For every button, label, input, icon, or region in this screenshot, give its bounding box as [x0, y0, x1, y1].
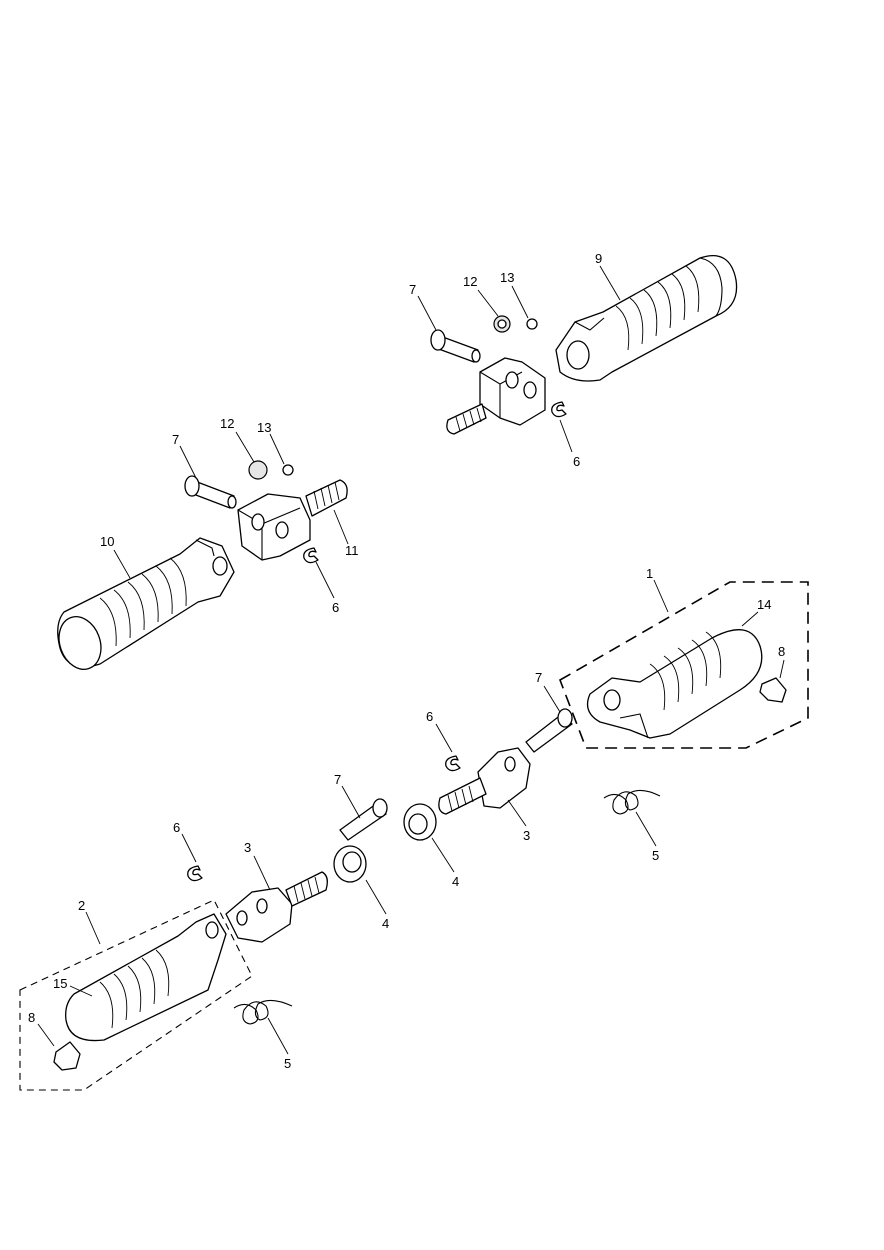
footrest-hanger-3-left [225, 871, 328, 943]
clip-6-lower [187, 865, 203, 882]
spring-5-left [233, 999, 293, 1025]
clevis-pin-7-mid [339, 798, 388, 841]
nut-4-right [403, 803, 437, 841]
footrest-hanger-3-right [438, 747, 531, 815]
footrest-hanger-top [446, 357, 546, 435]
callout-4-left: 4 [382, 916, 389, 931]
lower-right-assembly [403, 581, 809, 841]
callout-6-mid: 6 [426, 709, 433, 724]
callout-12-top: 12 [463, 274, 477, 289]
callout-1: 1 [646, 566, 653, 581]
ball-13-left [282, 464, 294, 476]
leader-lines [37, 265, 785, 1055]
footrest-rubber-9 [555, 254, 738, 382]
callout-6-left: 6 [332, 600, 339, 615]
clevis-pin-7-left [184, 475, 237, 509]
callout-2: 2 [78, 898, 85, 913]
clip-6-mid [445, 755, 461, 772]
footrest-rubber-15 [65, 913, 227, 1042]
adjuster-8-left [53, 1041, 81, 1071]
lower-left-assembly [19, 798, 388, 1091]
callout-8-right: 8 [778, 644, 785, 659]
footrest-hanger-11 [237, 479, 348, 561]
callout-15: 15 [53, 976, 67, 991]
callout-12-left: 12 [220, 416, 234, 431]
callout-11: 11 [345, 543, 359, 558]
footrest-rubber-10 [57, 537, 235, 670]
adjuster-8-right [759, 677, 787, 703]
top-footrest-assembly [430, 254, 738, 435]
callout-3-left: 3 [244, 840, 251, 855]
clevis-pin-7-right [525, 708, 573, 753]
callout-5-left: 5 [284, 1056, 291, 1071]
callout-6-lower: 6 [173, 820, 180, 835]
callout-4-right: 4 [452, 874, 459, 889]
callout-7-right: 7 [535, 670, 542, 685]
callout-8-left: 8 [28, 1010, 35, 1025]
callout-9: 9 [595, 251, 602, 266]
callout-7-mid: 7 [334, 772, 341, 787]
callout-14: 14 [757, 597, 771, 612]
nut-4-left [333, 845, 367, 883]
spring-5-right [603, 789, 661, 815]
spring-12-left [248, 460, 268, 480]
kit-boundary-1 [559, 581, 809, 749]
callout-6-top: 6 [573, 454, 580, 469]
spring-12-top [493, 315, 511, 333]
kit-boundary-2 [19, 899, 253, 1091]
callout-labels: 7 12 13 9 6 7 12 13 10 11 6 1 14 8 7 6 3… [28, 251, 785, 1071]
left-footrest-assembly [57, 460, 348, 670]
footrest-rubber-14 [586, 629, 763, 739]
clevis-pin-7-top [430, 329, 481, 363]
callout-10: 10 [100, 534, 114, 549]
callout-3-right: 3 [523, 828, 530, 843]
callout-7-left: 7 [172, 432, 179, 447]
callout-5-right: 5 [652, 848, 659, 863]
callout-7-top: 7 [409, 282, 416, 297]
clip-6-top [551, 401, 567, 418]
callout-13-top: 13 [500, 270, 514, 285]
clip-6-left [303, 547, 319, 564]
ball-13-top [526, 318, 538, 330]
callout-13-left: 13 [257, 420, 271, 435]
